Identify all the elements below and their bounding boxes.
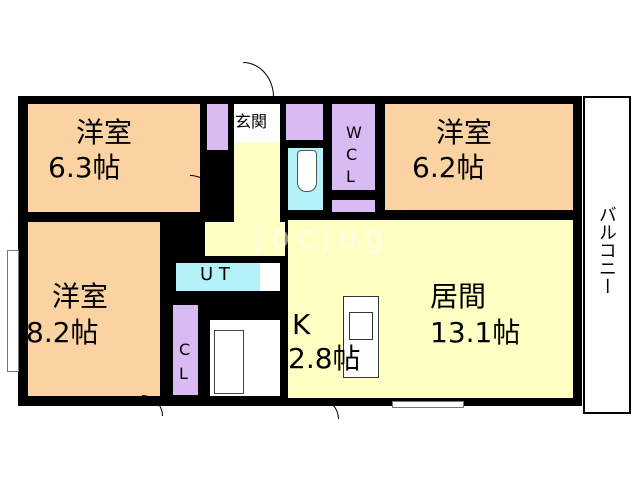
label-western-3-size: 8.2帖 (26, 316, 99, 349)
label-western-1-size: 6.3帖 (48, 151, 121, 184)
label-living-size: 13.1帖 (430, 316, 521, 349)
room-western-2 (385, 104, 573, 210)
utility-room (176, 263, 260, 291)
label-western-1: 洋室 (76, 118, 132, 147)
room-western-1 (28, 104, 200, 212)
label-kitchen-size: 2.8帖 (288, 342, 361, 375)
shelf (332, 200, 375, 212)
closet-1 (207, 104, 228, 150)
living-room (288, 220, 573, 398)
storage (286, 104, 323, 140)
hallway-lower (205, 222, 285, 256)
washbasin (260, 263, 280, 291)
label-closet: C L (179, 340, 191, 383)
label-western-2-size: 6.2帖 (412, 151, 485, 184)
bathtub (214, 330, 244, 394)
hallway (234, 142, 280, 222)
label-wcl: W C L (346, 123, 362, 186)
label-western-3: 洋室 (52, 280, 109, 313)
window-bottom (392, 401, 464, 408)
label-entrance: 玄関 (235, 112, 268, 131)
entrance-door[interactable] (243, 62, 274, 97)
walk-in-closet (332, 104, 375, 190)
window-left (7, 250, 19, 372)
label-kitchen: K (292, 308, 311, 341)
closet-2 (173, 305, 198, 395)
room-western-3 (28, 222, 160, 396)
entrance (234, 104, 280, 142)
label-living: 居間 (430, 280, 487, 313)
label-utility: U T (200, 264, 230, 285)
balcony (583, 96, 631, 414)
toilet-fixture (297, 150, 317, 192)
watermark: jocjog (255, 220, 392, 255)
room-name: 洋室 (76, 116, 133, 149)
label-western-2: 洋室 (436, 116, 493, 149)
label-balcony: バルコニー (595, 205, 617, 295)
kitchen-sink (349, 312, 373, 340)
